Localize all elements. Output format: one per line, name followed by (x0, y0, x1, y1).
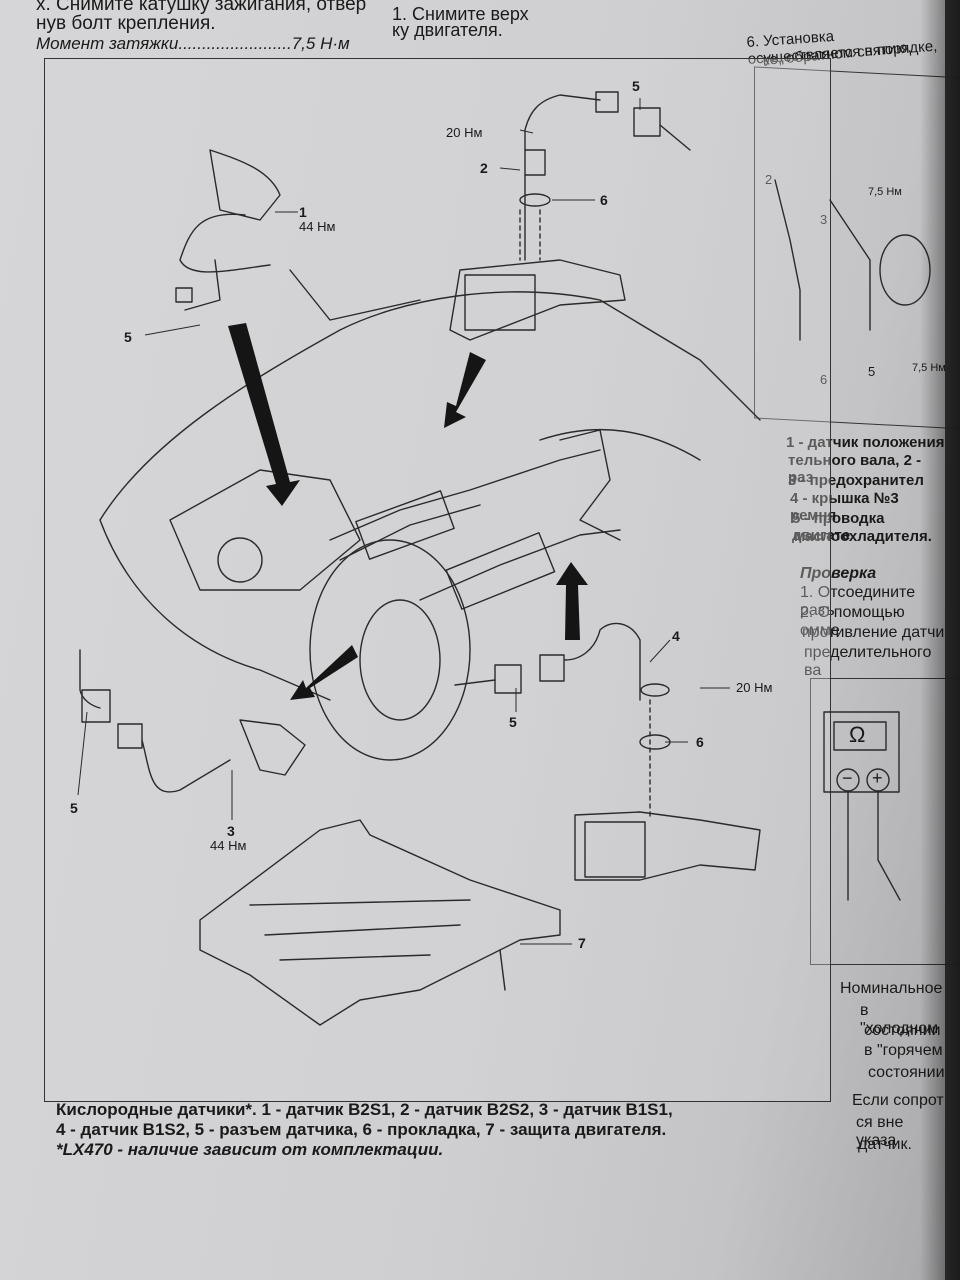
sensor-b2s2-wire (524, 94, 601, 261)
legend-line: тельного вала, 2 - раз (788, 452, 922, 486)
inset-converter-bottom (584, 821, 646, 878)
sensor-b2s1-flange (209, 149, 281, 221)
fig-label: 6 (820, 372, 828, 387)
check-heading: Проверка (800, 565, 877, 582)
callout-3: 3 (227, 823, 235, 839)
callout-6: 6 (600, 192, 608, 208)
car-front-outline (99, 519, 331, 701)
inset-pipe-top (449, 259, 626, 341)
connector-plug-left (81, 689, 111, 723)
callout-20nm: 20 Нм (736, 680, 773, 695)
sensor-connector-left (117, 723, 143, 749)
exhaust-pipe-lower (419, 529, 621, 601)
callout-5: 5 (632, 78, 640, 94)
callout-3-torque: 44 Нм (210, 838, 247, 853)
engine-block (169, 469, 361, 591)
fig-label: 3 (820, 212, 828, 227)
inset-converter-top (464, 274, 536, 331)
gasket-top (519, 193, 551, 207)
callout-5: 5 (70, 800, 78, 816)
exhaust-pipe-rear (559, 429, 621, 541)
exhaust-pipe-upper (329, 449, 601, 541)
result-line: Номинальное (840, 980, 943, 997)
arrow-up-right (556, 562, 588, 640)
legend-line: 1 - датчик положения (786, 434, 945, 451)
callout-20nm: 20 Нм (446, 125, 483, 140)
figure-caption: Кислородные датчики*. 1 - датчик B2S1, 2… (56, 1100, 673, 1160)
legend-line: 4 - крышка №3 ремня (790, 490, 899, 524)
callout-1-torque: 44 Нм (299, 219, 336, 234)
torque-dots: ........................ (178, 34, 292, 53)
arrow-down-top (444, 352, 486, 428)
arrow-up-left (290, 645, 358, 700)
diagram-frame (44, 58, 831, 1102)
page-edge-shadow (920, 0, 960, 1280)
step-text-line: 1. Снимите верх (392, 4, 529, 24)
sensor-connector-right (539, 654, 565, 682)
sensor-b1s2-wire (564, 622, 641, 701)
step-text-line: x. Снимите катушку зажигания, отвер (36, 0, 367, 15)
result-line: ся вне указа (856, 1114, 904, 1149)
engine-skid-plate (199, 819, 561, 1026)
legend-line: 3 - предохранител (788, 472, 924, 489)
result-line: датчик. (858, 1136, 912, 1153)
check-line: противление датчи (802, 624, 945, 641)
callout-7: 7 (578, 935, 586, 951)
torque-value: 7,5 Н·м (291, 34, 350, 53)
callout-5: 5 (509, 714, 517, 730)
sensor-b2s1-wire (179, 213, 271, 273)
meter-minus-label: − (842, 768, 853, 788)
wheel-hub (359, 599, 441, 721)
catalytic-converter-lower (445, 532, 556, 610)
callout-4: 4 (672, 628, 680, 644)
caption-line: 4 - датчик B1S2, 5 - разъем датчика, 6 -… (56, 1120, 667, 1139)
torque-spec: Момент затяжки........................7,… (36, 34, 350, 54)
callout-2: 2 (480, 160, 488, 176)
car-hood-outline (99, 291, 761, 521)
callout-5: 5 (124, 329, 132, 345)
catalytic-converter-upper (355, 490, 455, 560)
body-line (539, 428, 701, 461)
engine-fan (217, 537, 263, 583)
connector-plug-right (494, 664, 522, 694)
windshield-outline (289, 269, 421, 321)
torque-label: Момент затяжки (36, 34, 179, 53)
connector-plug-top (633, 107, 661, 137)
check-line: 1. Отсоедините разъ (800, 584, 916, 619)
fig-label: 5 (868, 364, 876, 379)
inset-pipe-bottom (574, 811, 761, 881)
callout-1: 1 (299, 204, 307, 220)
result-line: в "холодном (860, 1002, 939, 1037)
ohm-symbol: Ω (849, 722, 866, 747)
sensor-connector-top (595, 91, 619, 113)
legend-line: 5 - проводка двигате (792, 510, 885, 544)
meter-figure-frame (810, 678, 960, 965)
fig-label: 2 (765, 172, 773, 187)
step-text-line: нув болт крепления. (36, 13, 216, 34)
arrow-down-left (228, 323, 300, 506)
step-text-line: ку двигателя. (392, 20, 503, 40)
legend-line: маслоохладителя. (794, 528, 932, 545)
caption-line: Кислородные датчики*. 1 - датчик B2S1, 2… (56, 1100, 673, 1119)
sensor-b1s1-flange (239, 719, 306, 776)
sensor-b1s1-wire (141, 739, 231, 793)
check-line: пределительного ва (804, 644, 932, 679)
callout-6: 6 (696, 734, 704, 750)
meter-plus-label: + (872, 768, 883, 788)
check-line: 2. С помощью омме (800, 604, 905, 639)
caption-footnote: *LX470 - наличие зависит от комплектации… (56, 1140, 444, 1159)
front-wheel (309, 539, 471, 761)
fig-label: 7,5 Нм (868, 186, 902, 198)
